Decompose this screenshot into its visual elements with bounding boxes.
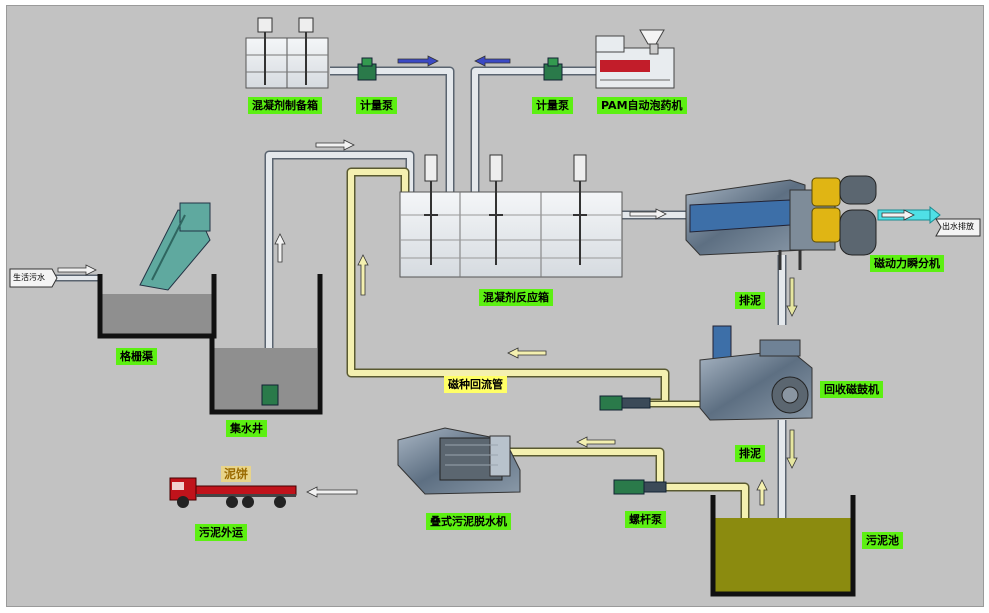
sludge-tank [710, 495, 856, 597]
return-pump [599, 395, 651, 411]
effluent-discharge-label: 出水排放 [942, 222, 974, 231]
dynamic-separator-label: 磁动力瞬分机 [870, 255, 944, 272]
flow-arrows [57, 55, 915, 506]
sludge-discharge-1-label: 排泥 [735, 292, 765, 309]
sludge-discharge-2-label: 排泥 [735, 445, 765, 462]
sludge-truck [169, 477, 297, 508]
magnetic-recovery-label: 回收磁鼓机 [820, 381, 883, 398]
metering-pump-right [543, 57, 563, 81]
pipes-yellow [346, 167, 750, 560]
screw-press-machine [397, 427, 521, 495]
coagulant-prep-tank-label: 混凝剂制备箱 [248, 97, 322, 114]
domestic-sewage-label: 生活污水 [13, 273, 45, 282]
metering-pump-right-label: 计量泵 [532, 97, 573, 114]
reaction-tank-label: 混凝剂反应箱 [479, 289, 553, 306]
sludge-tank-label: 污泥池 [862, 532, 903, 549]
metering-pump-left-label: 计量泵 [356, 97, 397, 114]
grille-channel-label: 格栅渠 [116, 348, 157, 365]
outlet-tag-shape [935, 218, 981, 237]
collection-well [209, 274, 323, 415]
screw-pump [613, 479, 667, 495]
screw-press-label: 叠式污泥脱水机 [426, 513, 511, 530]
magnetic-return-pipe-label: 磁种回流管 [444, 376, 507, 393]
grille-channel [97, 202, 217, 339]
dynamic-separator-machine [685, 175, 877, 270]
coagulation-reaction-tank [399, 154, 623, 278]
pam-doser-machine [595, 29, 675, 89]
metering-pump-left [357, 57, 377, 81]
pam-doser-label: PAM自动泡药机 [597, 97, 687, 114]
collection-well-label: 集水井 [226, 420, 267, 437]
sludge-transport-label: 污泥外运 [195, 524, 247, 541]
inlet-tag-shape [9, 268, 58, 288]
screw-pump-label: 螺杆泵 [625, 511, 666, 528]
sludge-cake-label: 泥饼 [221, 466, 252, 482]
magnetic-recovery-machine [699, 325, 813, 421]
coagulant-prep-tank [245, 17, 329, 89]
